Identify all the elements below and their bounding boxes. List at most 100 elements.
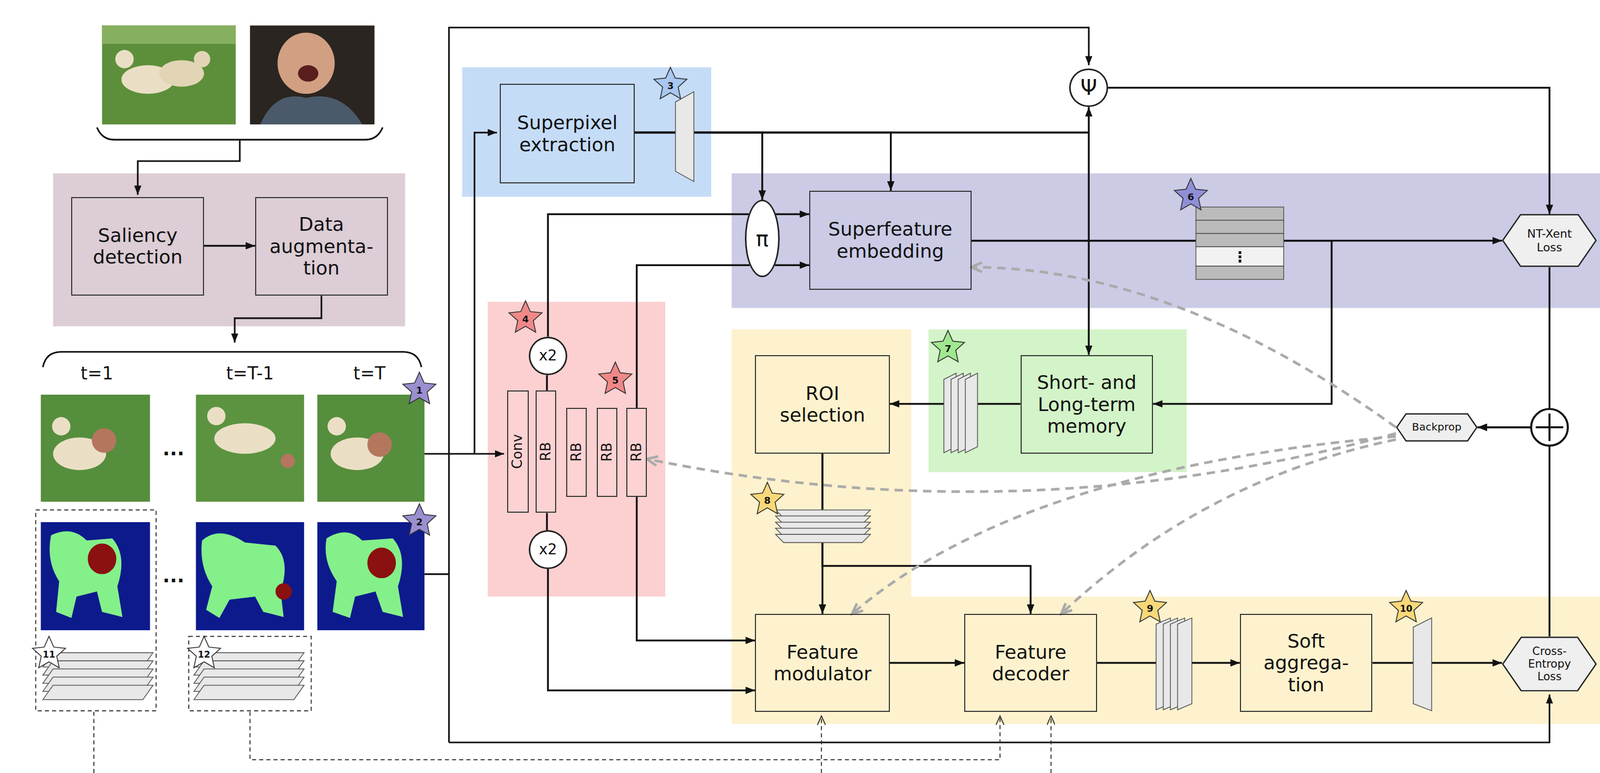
frame: [40, 394, 150, 502]
face: [280, 453, 295, 469]
connector: [1372, 662, 1502, 665]
connector: [1477, 267, 1550, 428]
node-label: x2: [530, 541, 567, 559]
connector: [636, 497, 756, 642]
callout-number: 1: [415, 385, 423, 396]
callout-number: 5: [612, 375, 619, 386]
residual-block: RB: [535, 390, 557, 513]
region-band: [53, 173, 406, 327]
jacket: [260, 96, 363, 125]
connector: [1061, 439, 1396, 615]
callout-number: 3: [666, 81, 674, 91]
flow-line: [449, 27, 1090, 743]
process-box: ROI selection: [754, 355, 890, 455]
callout-star: [402, 372, 436, 404]
table-row: [1196, 266, 1284, 280]
connector: [547, 569, 755, 691]
callout-number: 12: [197, 650, 211, 660]
residual-block: RB: [596, 408, 618, 497]
process-box: Feature modulator: [754, 614, 890, 713]
time-label: t=1: [80, 364, 114, 383]
bracket: [97, 127, 383, 140]
dog: [207, 406, 226, 426]
node-label: RB: [538, 442, 555, 462]
sheet: [1177, 618, 1192, 711]
dashed-line: [820, 716, 822, 773]
node-label: x2: [530, 347, 567, 365]
mask-face: [275, 583, 293, 600]
map-stack: [775, 510, 871, 543]
connector: [775, 213, 810, 216]
flow-line: [424, 453, 504, 455]
background: [249, 25, 375, 125]
time-label: t=T-1: [226, 364, 275, 383]
connector: [634, 132, 763, 201]
backprop-hexagon: Backprop: [1395, 413, 1478, 442]
region-band: [487, 302, 666, 597]
region-band: [731, 329, 1600, 725]
table-row: [1196, 207, 1284, 221]
process-box: Soft aggrega- tion: [1239, 614, 1373, 713]
callout-number: 6: [1187, 192, 1195, 202]
node-label: RB: [599, 442, 616, 462]
node-label: π: [746, 226, 779, 251]
connector: [889, 662, 965, 665]
mouth: [297, 65, 319, 82]
grass: [196, 394, 305, 502]
sheet: [965, 373, 978, 453]
dog: [327, 417, 346, 436]
ellipsis: ⋮: [1232, 249, 1248, 265]
node-label: RB: [568, 442, 585, 462]
mask: [317, 522, 425, 631]
frame: [196, 394, 305, 502]
process-box: Short- and Long-term memory: [1020, 355, 1154, 455]
callout-star: [509, 301, 543, 333]
region-band: [928, 329, 1187, 473]
upsample-circle: x2: [528, 336, 568, 376]
table-row: [1196, 246, 1284, 267]
node-label: Superfeature embedding: [816, 218, 965, 263]
face: [367, 432, 392, 458]
callout-star: [1389, 590, 1423, 623]
node-label: Cross- Entropy Loss: [1524, 645, 1576, 684]
flow-line: [474, 132, 498, 455]
frame: [317, 394, 425, 502]
process-box: Saliency detection: [71, 197, 205, 297]
node-label: Short- and Long-term memory: [1028, 371, 1147, 438]
mask-face: [367, 547, 396, 579]
process-box: Data augmenta- tion: [255, 197, 389, 297]
grass: [102, 25, 237, 125]
node-label: NT-Xent Loss: [1523, 227, 1576, 255]
connector: [546, 512, 549, 531]
mask-ground: [40, 522, 150, 631]
map-stack: [1156, 618, 1192, 711]
sum-symbol: [1530, 409, 1568, 446]
callout-star: [1133, 590, 1167, 623]
residual-block: RB: [626, 408, 647, 497]
callout-star: [402, 503, 436, 536]
flow-line: [137, 139, 240, 196]
callout-star: [187, 636, 221, 669]
mask-ground: [317, 522, 425, 631]
callout-star: [931, 330, 965, 363]
sheet: [42, 685, 153, 701]
callout-star: [750, 482, 784, 515]
operator-ellipse: π: [744, 199, 780, 278]
node-label: Saliency detection: [78, 224, 197, 269]
mask-ground: [196, 522, 305, 631]
hexagon-shape: [1396, 413, 1477, 441]
hexagon-shape: [1502, 637, 1597, 692]
process-box: Superfeature embedding: [809, 190, 972, 290]
callout-number: 7: [944, 344, 952, 354]
connector: [547, 214, 749, 337]
mask-face: [87, 544, 116, 575]
node-label: Ψ: [1070, 75, 1107, 100]
mask: [40, 522, 150, 631]
mask: [196, 522, 305, 631]
node-label: Data augmenta- tion: [262, 213, 381, 279]
node-label: Backprop: [1408, 421, 1466, 434]
dashed-line: [1050, 716, 1052, 773]
connector: [204, 245, 256, 248]
node-label: Conv: [509, 434, 526, 470]
